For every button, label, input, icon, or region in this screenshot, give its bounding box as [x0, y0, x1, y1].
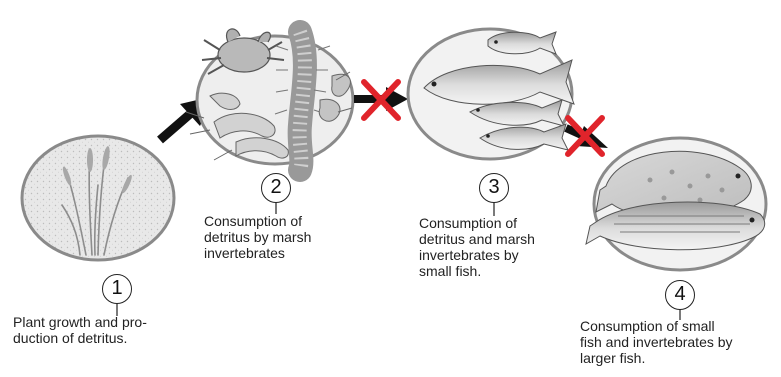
broken-link-2-to-3	[354, 82, 408, 118]
stage-2-caption: Consumption of detritus by marsh inverte…	[204, 213, 311, 261]
small-fish-a	[488, 32, 556, 54]
stage-1-illustration	[22, 136, 174, 260]
stage-3-illustration	[408, 29, 574, 159]
stage-4-illustration	[586, 138, 766, 270]
stage-2-number-badge: 2	[261, 173, 291, 203]
stage-1-caption: Plant growth and pro- duction of detritu…	[13, 314, 147, 346]
stage-4-number: 4	[674, 283, 685, 305]
stage-1-number-badge: 1	[102, 274, 132, 304]
stage-3-number: 3	[488, 176, 499, 198]
stage-4-number-badge: 4	[665, 280, 695, 310]
stage-2-number: 2	[270, 176, 281, 198]
stage-3-number-badge: 3	[479, 173, 509, 203]
broken-link-3-to-4	[566, 118, 608, 154]
stage-1-number: 1	[111, 277, 122, 299]
stage-2-illustration	[186, 29, 353, 170]
stage-3-caption: Consumption of detritus and marsh invert…	[419, 215, 535, 279]
stage-4-caption: Consumption of small fish and invertebra…	[580, 318, 733, 366]
